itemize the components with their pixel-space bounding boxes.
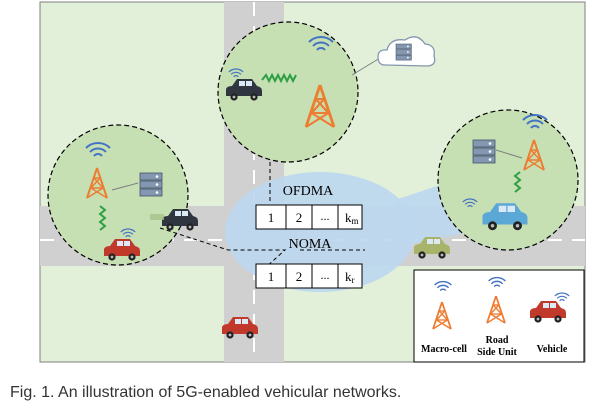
connector-lines xyxy=(159,162,365,269)
noma-cell-2: 2 xyxy=(296,269,303,284)
ofdma-cell-ellipsis: ... xyxy=(321,209,330,223)
legend-vehicle-label: Vehicle xyxy=(537,344,568,355)
cloud-link xyxy=(351,57,381,76)
legend-rsu-label-line2: Side Unit xyxy=(477,347,517,358)
noma-block: NOMA 1 2 ... kr xyxy=(255,237,363,289)
right-rsu-server-icon xyxy=(472,139,496,164)
ofdma-cell-2: 2 xyxy=(296,210,303,225)
cloud-icon xyxy=(377,36,436,67)
noma-cell-1: 1 xyxy=(268,269,275,284)
legend-rsu-label-line1: Road xyxy=(486,335,509,346)
left-rsu-server-icon xyxy=(139,172,163,197)
ofdma-cell-k: km xyxy=(345,210,359,226)
rsu-cell-left xyxy=(47,124,189,266)
noma-cell-k: kr xyxy=(345,269,355,285)
rsu-cell-right xyxy=(437,109,579,251)
noma-coverage-area xyxy=(225,172,415,292)
ofdma-label: OFDMA xyxy=(283,184,334,199)
figure-caption: Fig. 1. An illustration of 5G-enabled ve… xyxy=(10,384,402,401)
legend-macro-cell-label: Macro-cell xyxy=(421,344,467,355)
noma-label: NOMA xyxy=(289,237,333,252)
macro-wireless-link xyxy=(261,72,297,84)
right-wireless-link xyxy=(513,171,522,193)
macro-cell-coverage xyxy=(217,21,359,163)
legend: Macro-cell Road Side Unit Vehicle xyxy=(413,269,585,363)
left-wireless-link xyxy=(98,205,107,231)
noma-cell-ellipsis: ... xyxy=(321,268,330,282)
ofdma-block: OFDMA 1 2 ... km xyxy=(255,184,363,230)
ofdma-cell-1: 1 xyxy=(268,210,275,225)
